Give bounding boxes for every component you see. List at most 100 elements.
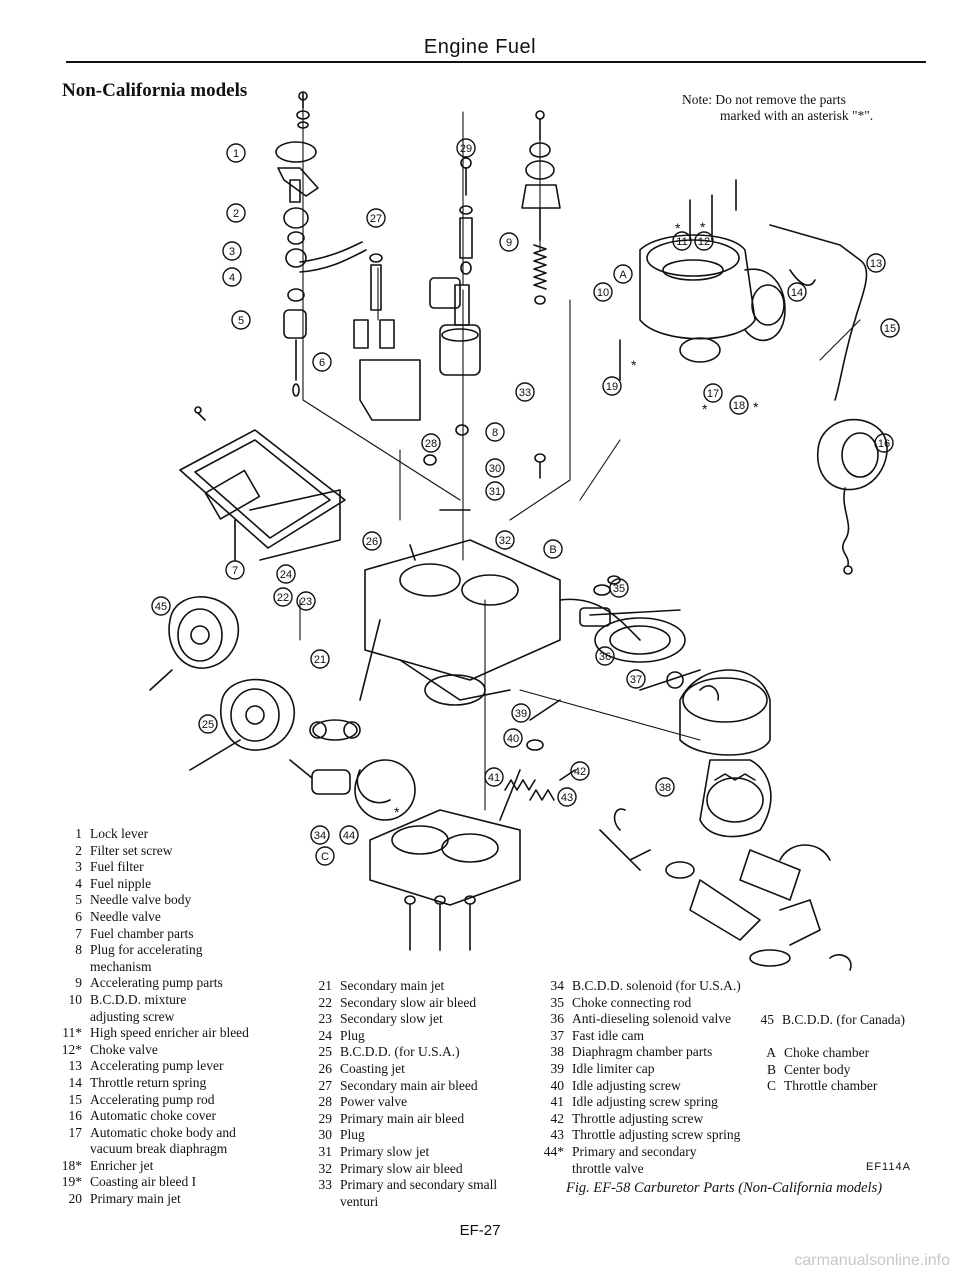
- section-title: Non-California models: [62, 80, 248, 101]
- svg-text:17: 17: [707, 388, 719, 400]
- svg-text:29: 29: [460, 143, 472, 155]
- svg-text:42: 42: [574, 766, 586, 778]
- legend-item-text: Primary slow air bleed: [340, 1160, 463, 1176]
- callout-31: 31: [485, 481, 505, 501]
- svg-text:C: C: [321, 851, 329, 863]
- legend-item-text: Center body: [784, 1061, 851, 1077]
- legend-item-number: 28: [318, 1094, 333, 1110]
- legend-item-text: Primary main jet: [90, 1191, 181, 1207]
- legend-item-number: 43: [550, 1127, 565, 1143]
- legend-item-text: Primary and secondary small: [340, 1177, 498, 1193]
- legend-item-number: 7: [75, 925, 82, 941]
- legend-item-number: C: [766, 1078, 776, 1094]
- svg-text:B: B: [549, 544, 556, 556]
- legend-item-continuation: mechanism: [90, 958, 152, 974]
- callout-24: 24: [276, 564, 296, 584]
- legend-item-text: Automatic choke cover: [90, 1108, 216, 1124]
- legend-item-number: 31: [318, 1143, 333, 1159]
- legend-item-number: 29: [318, 1110, 333, 1126]
- callout-5: 5: [231, 310, 251, 330]
- carburetor-exploded-diagram: 1 2 3 4 5 6 7 8 9 10 11 12 13 14 15 16 1…: [149, 91, 900, 971]
- legend-item-text: Secondary main jet: [340, 978, 445, 993]
- callout-1: 1: [226, 143, 246, 163]
- legend-item-number: 11*: [62, 1025, 82, 1041]
- legend-item-number: 45: [760, 1012, 775, 1027]
- svg-text:7: 7: [232, 565, 238, 577]
- callout-42: 42: [570, 761, 590, 781]
- note-line-2: marked with an asterisk "*".: [720, 108, 874, 123]
- accelerating-pump-stack: [521, 110, 561, 305]
- svg-text:4: 4: [229, 272, 235, 284]
- legend-item-number: 18*: [61, 1157, 82, 1173]
- legend-item-number: 27: [318, 1077, 333, 1093]
- legend-item-number: 2: [75, 842, 82, 858]
- svg-text:10: 10: [597, 287, 609, 299]
- svg-text:*: *: [700, 219, 706, 235]
- legend-item-text: B.C.D.D. mixture: [90, 991, 187, 1007]
- svg-text:*: *: [753, 399, 759, 415]
- callout-39: 39: [511, 703, 531, 723]
- legend-item-number: 8: [75, 942, 82, 958]
- legend-item-number: 40: [550, 1077, 565, 1093]
- svg-text:35: 35: [613, 583, 625, 595]
- legend-item-number: B: [766, 1061, 776, 1077]
- diaphragm-chamber: [679, 669, 831, 901]
- legend-item-number: 20: [68, 1191, 83, 1207]
- callouts: 1 2 3 4 5 6 7 8 9 10 11 12 13 14 15 16 1…: [151, 138, 900, 866]
- callout-28: 28: [421, 433, 441, 453]
- callout-C: C: [315, 846, 335, 866]
- callout-29: 29: [456, 138, 476, 158]
- legend-item-continuation: throttle valve: [572, 1160, 644, 1176]
- legend-item: B Center body: [744, 1062, 944, 1079]
- legend-item-number: 15: [68, 1091, 83, 1107]
- legend-item-text: Throttle chamber: [784, 1078, 878, 1094]
- callout-6: 6: [312, 352, 332, 372]
- legend-item-number: 9: [75, 975, 82, 991]
- legend-item-text: Automatic choke body and: [90, 1124, 236, 1140]
- legend-item-text: Diaphragm chamber parts: [572, 1044, 713, 1060]
- legend-item-number: 34: [550, 978, 565, 993]
- svg-text:*: *: [631, 357, 637, 373]
- legend-item-text: Coasting jet: [340, 1060, 405, 1076]
- svg-text:16: 16: [878, 438, 890, 450]
- legend-item-text: B.C.D.D. solenoid (for U.S.A.): [572, 978, 741, 993]
- legend-item-number: 22: [318, 994, 333, 1010]
- bcdd-usa: [189, 678, 361, 771]
- legend-item-text: Enricher jet: [90, 1157, 154, 1173]
- legend-item-text: Idle limiter cap: [572, 1060, 655, 1076]
- legend-item-number: 26: [318, 1060, 333, 1076]
- svg-text:32: 32: [499, 535, 511, 547]
- callout-18: 18: [729, 395, 749, 415]
- legend-item-number: 17: [68, 1124, 83, 1140]
- legend-item-number: 38: [550, 1044, 565, 1060]
- legend-item-number: 21: [318, 978, 333, 993]
- svg-text:27: 27: [370, 213, 382, 225]
- svg-text:18: 18: [733, 400, 745, 412]
- legend-item-text: Secondary slow jet: [340, 1011, 443, 1027]
- legend-item-text: High speed enricher air bleed: [90, 1025, 249, 1041]
- svg-text:9: 9: [506, 237, 512, 249]
- svg-text:1: 1: [233, 148, 239, 160]
- legend-item-number: 39: [550, 1060, 565, 1076]
- legend-item-text: Throttle return spring: [90, 1074, 207, 1090]
- legend-item-text: Fast idle cam: [572, 1027, 644, 1043]
- legend-item-number: 42: [550, 1110, 565, 1126]
- legend-item-number: 30: [318, 1127, 333, 1143]
- legend-item: 11* High speed enricher air bleed: [50, 1025, 290, 1042]
- legend-item: 12*Choke valve: [50, 1042, 290, 1059]
- legend-item-continuation: adjusting screw: [90, 1008, 175, 1024]
- legend-item-text: Anti-dieseling solenoid valve: [572, 1011, 731, 1027]
